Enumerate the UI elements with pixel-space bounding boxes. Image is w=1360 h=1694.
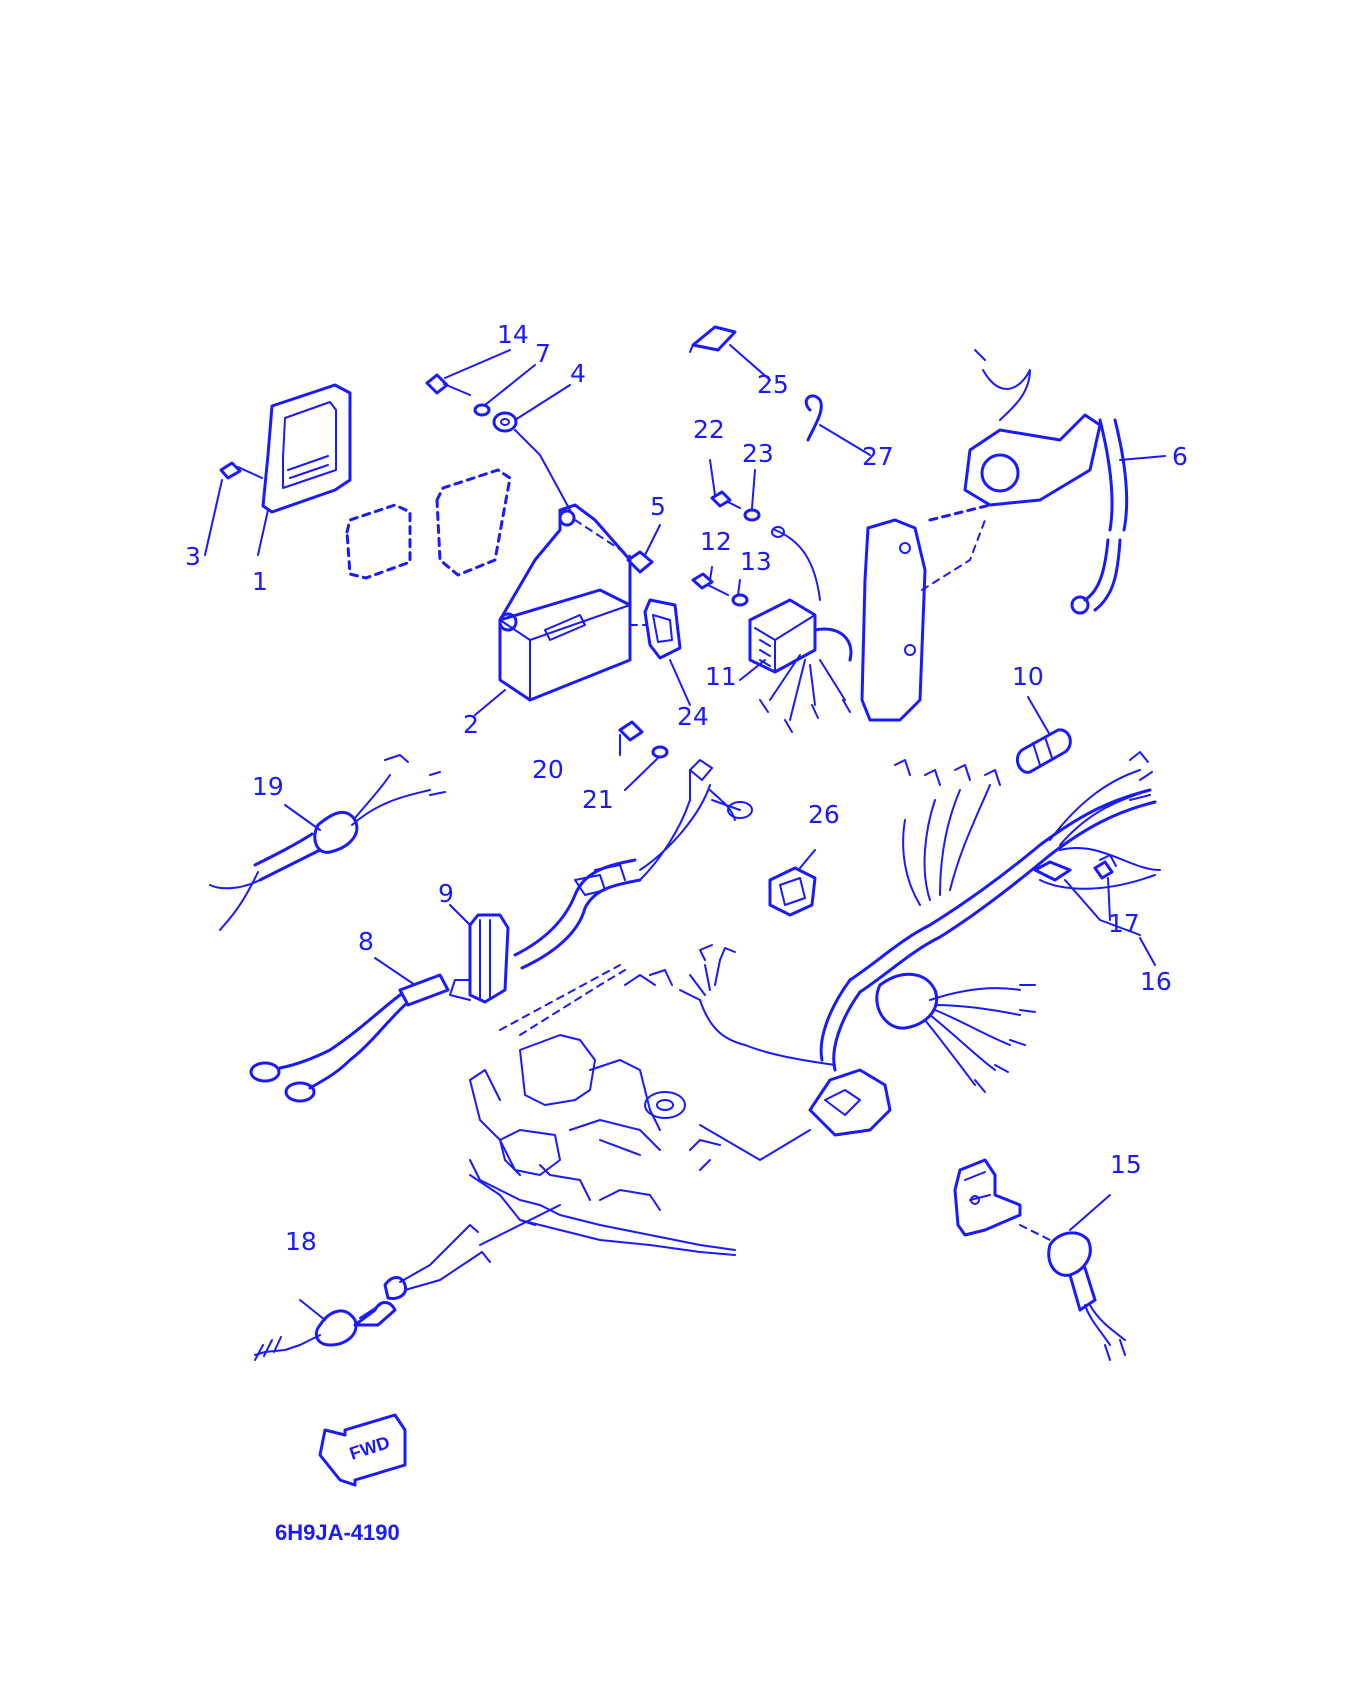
part-11-rectifier — [748, 598, 853, 733]
part-20-screw — [618, 720, 644, 742]
part-3-bolt — [219, 461, 263, 480]
leader-lines — [204, 344, 1166, 1321]
part-15-switch — [1047, 1231, 1126, 1361]
part-10-sleeve — [1016, 728, 1072, 774]
callout-12: 12 — [700, 527, 732, 556]
callout-1: 1 — [252, 567, 268, 596]
callout-21: 21 — [582, 785, 614, 814]
part-4-grommet — [492, 411, 571, 511]
part-13-washer — [731, 593, 749, 607]
callout-18: 18 — [285, 1227, 317, 1256]
part-19-lead-wire — [209, 754, 446, 931]
callout-24: 24 — [677, 702, 709, 731]
callout-6: 6 — [1172, 442, 1188, 471]
harness-coil-connector — [875, 972, 1036, 1093]
part-9-connector — [449, 913, 510, 1004]
callout-labels: 1 2 3 4 5 6 7 8 9 10 11 12 13 14 15 16 1… — [185, 320, 1188, 1256]
engine-block — [469, 964, 736, 1256]
callout-9: 9 — [438, 879, 454, 908]
callout-14: 14 — [497, 320, 529, 349]
callout-15: 15 — [1110, 1150, 1142, 1179]
part-22-screw — [710, 490, 741, 509]
callout-11: 11 — [705, 662, 737, 691]
part-1-cover — [261, 383, 352, 514]
dashed-relay — [345, 468, 512, 580]
callout-7: 7 — [535, 339, 551, 368]
part-18-lead-wire — [254, 1204, 561, 1361]
part-25-clip — [689, 325, 737, 353]
callout-8: 8 — [358, 927, 374, 956]
part-21-washer — [651, 745, 669, 759]
callout-26: 26 — [808, 800, 840, 829]
callout-22: 22 — [693, 415, 725, 444]
callout-16: 16 — [1140, 967, 1172, 996]
part-14-bolt — [425, 373, 471, 396]
callout-20: 20 — [532, 755, 564, 784]
part-7-washer — [473, 403, 491, 417]
part-15-switch-bracket — [953, 1158, 1051, 1241]
callout-25: 25 — [757, 370, 789, 399]
callout-10: 10 — [1012, 662, 1044, 691]
part-2-cdi-unit — [498, 503, 632, 702]
relay-bracket — [860, 518, 986, 722]
callout-17: 17 — [1108, 909, 1140, 938]
part-5-collar — [574, 519, 654, 574]
part-12-bolt — [691, 572, 729, 596]
callout-27: 27 — [862, 442, 894, 471]
forward-arrow-label: FWD — [347, 1432, 392, 1464]
drawing-code: 6H9JA-4190 — [275, 1520, 400, 1545]
callout-3: 3 — [185, 542, 201, 571]
forward-arrow: FWD — [318, 1413, 407, 1487]
part-24-grommet — [629, 598, 682, 660]
part-27-band — [804, 394, 823, 442]
harness-lower-branches — [624, 944, 892, 1161]
part-23-washer — [743, 508, 821, 601]
part-26-clamp — [768, 866, 817, 917]
part-6-starter-relay — [928, 349, 1129, 615]
callout-19: 19 — [252, 772, 284, 801]
callout-5: 5 — [650, 492, 666, 521]
wiring-harness-left — [513, 759, 753, 970]
callout-23: 23 — [742, 439, 774, 468]
callout-2: 2 — [463, 710, 479, 739]
main-wiring-harness — [848, 751, 1161, 994]
part-8-battery-lead — [249, 973, 450, 1103]
callout-4: 4 — [570, 359, 586, 388]
callout-13: 13 — [740, 547, 772, 576]
